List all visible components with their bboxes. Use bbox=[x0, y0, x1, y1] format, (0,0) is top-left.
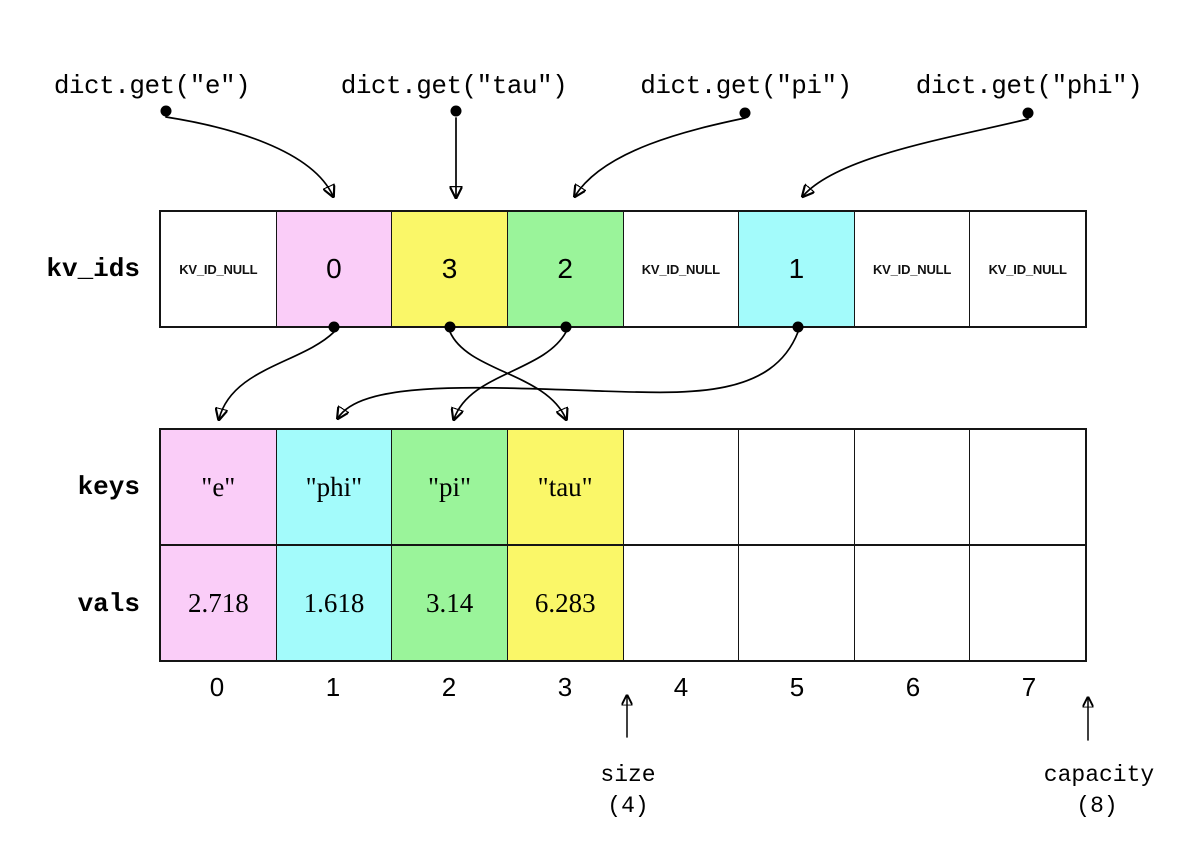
vals-cell-4 bbox=[622, 546, 739, 660]
index-label-0: 0 bbox=[209, 672, 225, 702]
arrow-slot5-to-key1 bbox=[338, 331, 799, 418]
size-value: (4) bbox=[607, 793, 649, 819]
kv-ids-cell-3: 2 bbox=[506, 212, 623, 326]
query-label-get-phi: dict.get("phi") bbox=[915, 71, 1143, 101]
arrow-slot2-to-key3 bbox=[449, 331, 566, 419]
capacity-label: capacity bbox=[1043, 762, 1155, 788]
size-label: size bbox=[600, 762, 656, 788]
keys-cell-2: "pi" bbox=[391, 430, 507, 544]
vals-cell-0: 2.718 bbox=[161, 546, 276, 660]
index-labels: 0 1 2 3 4 5 6 7 bbox=[159, 674, 1087, 700]
keys-row-label: keys bbox=[77, 472, 140, 502]
index-label-3: 3 bbox=[557, 672, 573, 702]
capacity-value: (8) bbox=[1076, 793, 1118, 819]
keys-cell-0: "e" bbox=[161, 430, 276, 544]
kv-ids-row-label: kv_ids bbox=[46, 254, 140, 284]
arrow-slot3-to-key2 bbox=[454, 331, 567, 419]
vals-cell-6 bbox=[853, 546, 970, 660]
keys-cell-5 bbox=[738, 430, 854, 544]
keys-row: "e""phi""pi""tau" bbox=[161, 430, 1085, 544]
kv-ids-cell-0: KV_ID_NULL bbox=[161, 212, 276, 326]
arrow-get-e-to-slot1 bbox=[165, 116, 333, 196]
kv-ids-cell-1: 0 bbox=[275, 212, 392, 326]
arrow-get-phi-to-slot5 bbox=[803, 118, 1029, 196]
kv-ids-cell-5: 1 bbox=[738, 212, 854, 326]
vals-cell-2: 3.14 bbox=[391, 546, 507, 660]
keys-cell-1: "phi" bbox=[275, 430, 392, 544]
index-label-2: 2 bbox=[441, 672, 457, 702]
vals-cell-5 bbox=[738, 546, 854, 660]
query-label-get-pi: dict.get("pi") bbox=[640, 71, 852, 101]
keys-cell-3: "tau" bbox=[506, 430, 623, 544]
query-phi-dot bbox=[1022, 107, 1034, 119]
query-tau-dot bbox=[450, 105, 462, 117]
keys-cell-4 bbox=[622, 430, 739, 544]
kv-ids-cell-4: KV_ID_NULL bbox=[622, 212, 739, 326]
vals-row-label: vals bbox=[77, 589, 140, 619]
query-label-get-e: dict.get("e") bbox=[53, 71, 251, 101]
query-e-dot bbox=[160, 105, 172, 117]
keys-cell-6 bbox=[853, 430, 970, 544]
index-label-7: 7 bbox=[1021, 672, 1037, 702]
index-label-5: 5 bbox=[789, 672, 805, 702]
vals-cell-3: 6.283 bbox=[506, 546, 623, 660]
keys-cell-7 bbox=[969, 430, 1085, 544]
index-label-4: 4 bbox=[673, 672, 689, 702]
vals-cell-7 bbox=[969, 546, 1085, 660]
arrow-slot1-to-key0 bbox=[219, 331, 335, 419]
kv-ids-cell-6: KV_ID_NULL bbox=[853, 212, 970, 326]
kv-ids-cell-7: KV_ID_NULL bbox=[969, 212, 1085, 326]
kv-ids-cell-2: 3 bbox=[391, 212, 507, 326]
query-label-get-tau: dict.get("tau") bbox=[340, 71, 568, 101]
vals-cell-1: 1.618 bbox=[275, 546, 392, 660]
arrow-get-pi-to-slot3 bbox=[575, 117, 746, 196]
index-label-6: 6 bbox=[905, 672, 921, 702]
query-pi-dot bbox=[739, 107, 751, 119]
index-label-1: 1 bbox=[325, 672, 341, 702]
